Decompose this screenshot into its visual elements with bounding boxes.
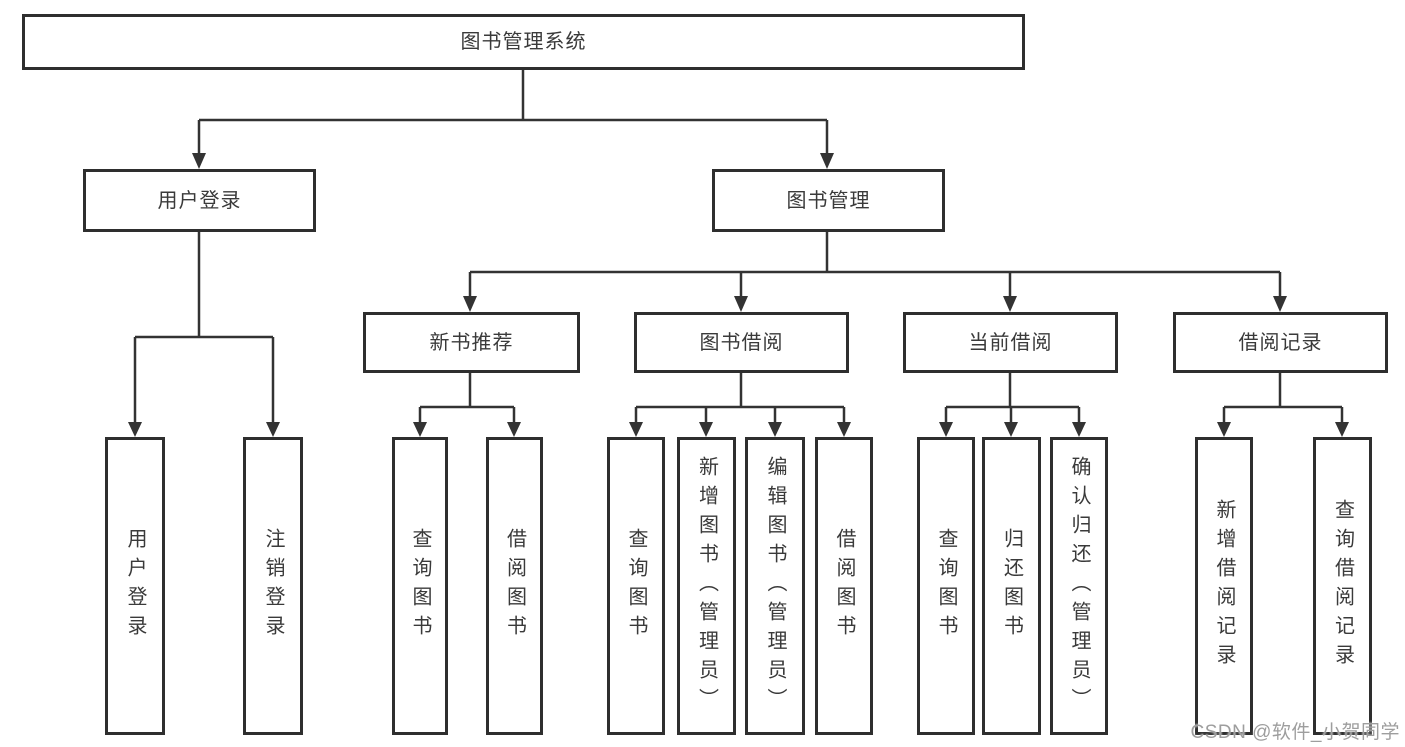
node-book-management: 图书管理 xyxy=(712,169,945,232)
leaf-borrow-books: 借阅图书 xyxy=(815,437,873,735)
node-library-management-system: 图书管理系统 xyxy=(22,14,1025,70)
csdn-watermark: CSDN @软件_小贺同学 xyxy=(1190,722,1400,743)
leaf-add-borrow-record: 新增借阅记录 xyxy=(1195,437,1253,735)
leaf-user-login: 用户登录 xyxy=(105,437,165,735)
leaf-confirm-return-admin: 确认归还（管理员） xyxy=(1050,437,1108,735)
leaf-borrow-books-recommend: 借阅图书 xyxy=(486,437,543,735)
leaf-query-books-recommend: 查询图书 xyxy=(392,437,448,735)
leaf-edit-books-admin: 编辑图书（管理员） xyxy=(745,437,805,735)
node-book-borrowing: 图书借阅 xyxy=(634,312,849,373)
node-new-book-recommendation: 新书推荐 xyxy=(363,312,580,373)
leaf-return-books: 归还图书 xyxy=(982,437,1041,735)
node-user-login: 用户登录 xyxy=(83,169,316,232)
leaf-logout: 注销登录 xyxy=(243,437,303,735)
leaf-query-borrow-record: 查询借阅记录 xyxy=(1313,437,1372,735)
node-current-borrowing: 当前借阅 xyxy=(903,312,1118,373)
leaf-query-books-borrow: 查询图书 xyxy=(607,437,665,735)
node-borrowing-records: 借阅记录 xyxy=(1173,312,1388,373)
leaf-query-books-current: 查询图书 xyxy=(917,437,975,735)
leaf-add-books-admin: 新增图书（管理员） xyxy=(677,437,736,735)
